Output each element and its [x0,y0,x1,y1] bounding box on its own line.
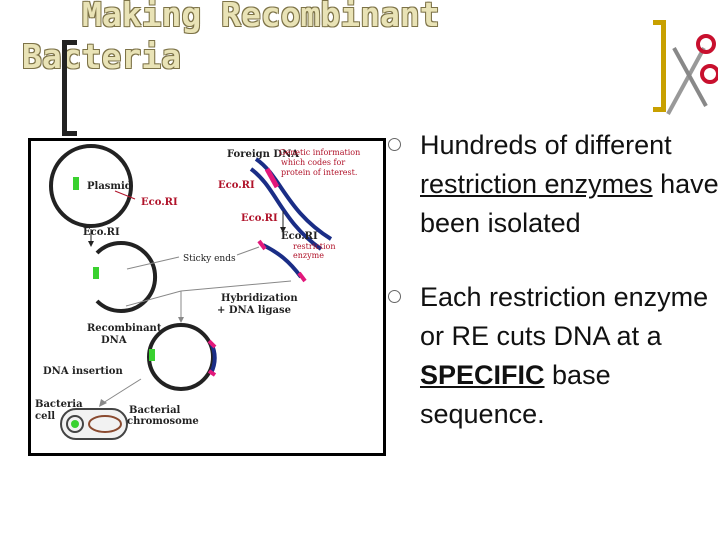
bullet-list: Hundreds of different restriction enzyme… [388,126,720,434]
plasmid-circle [49,144,133,228]
scissors-icon [666,34,718,115]
restriction-enzyme-line-1: restriction [293,242,335,251]
left-bracket-decoration [62,40,77,136]
bacteria-label-line-2: cell [35,411,55,422]
bullet-item: Each restriction enzyme or RE cuts DNA a… [388,278,720,434]
recombinant-dna-diagram: Plasmid Eco.RI Foreign DNA Genetic infor… [28,138,386,456]
bacteria-label-line-1: Bacteria [35,399,83,410]
chromosome-label-line-2: chromosome [127,416,199,427]
recombinant-label-line-1: Recombinant [87,323,162,334]
restriction-enzyme-line-2: enzyme [293,251,324,260]
dna-insertion-label: DNA insertion [43,366,123,377]
ecori-label-arrow: Eco.RI [83,227,120,238]
right-bracket-decoration [653,20,666,112]
sticky-ends-label: Sticky ends [183,254,236,264]
underlined-term: restriction enzymes [420,169,653,199]
recombinant-plasmid [147,323,215,391]
emphasis-term: SPECIFIC [420,360,545,390]
ecori-label-top: Eco.RI [218,180,255,191]
ecori-label-right: Eco.RI [281,231,318,242]
bullet-text: Each restriction enzyme or RE cuts DNA a… [420,282,709,351]
hybridization-line-1: Hybridization [221,293,298,304]
bullet-text-end: base sequence. [420,360,611,429]
foreign-dna-strand-2 [249,167,323,251]
title-line-1: Making Recombinant [82,0,440,34]
recombinant-label-line-2: DNA [101,335,127,346]
hybridization-line-2: + DNA ligase [217,305,291,316]
ecori-label-red: Eco.RI [141,197,178,208]
ecori-label-mid: Eco.RI [241,213,278,224]
plasmid-ecori-site [73,177,79,190]
genetic-info-line-3: protein of interest. [281,168,357,177]
chromosome-label-line-1: Bacterial [129,405,181,416]
bullet-text: Hundreds of different [420,130,672,160]
bullet-ring-icon [388,138,401,151]
title-line-2: Bacteria [22,37,181,76]
bacteria-cell-shape [60,408,128,440]
genetic-info-line-2: which codes for [281,158,345,167]
cut-fragment [262,243,303,279]
slide-title: Making Recombinant Bacteria [22,0,542,78]
diagram-figure: Plasmid Eco.RI Foreign DNA Genetic infor… [35,144,360,440]
bullet-ring-icon [388,290,401,303]
opened-plasmid [95,241,157,313]
foreign-dna-label: Foreign DNA [227,149,299,160]
bullet-text-end: have been isolated [420,169,719,238]
foreign-dna-strand-1 [254,157,333,241]
genetic-info-line-1: Genetic information [279,148,360,157]
bullet-item: Hundreds of different restriction enzyme… [388,126,720,243]
plasmid-label: Plasmid [87,181,132,192]
